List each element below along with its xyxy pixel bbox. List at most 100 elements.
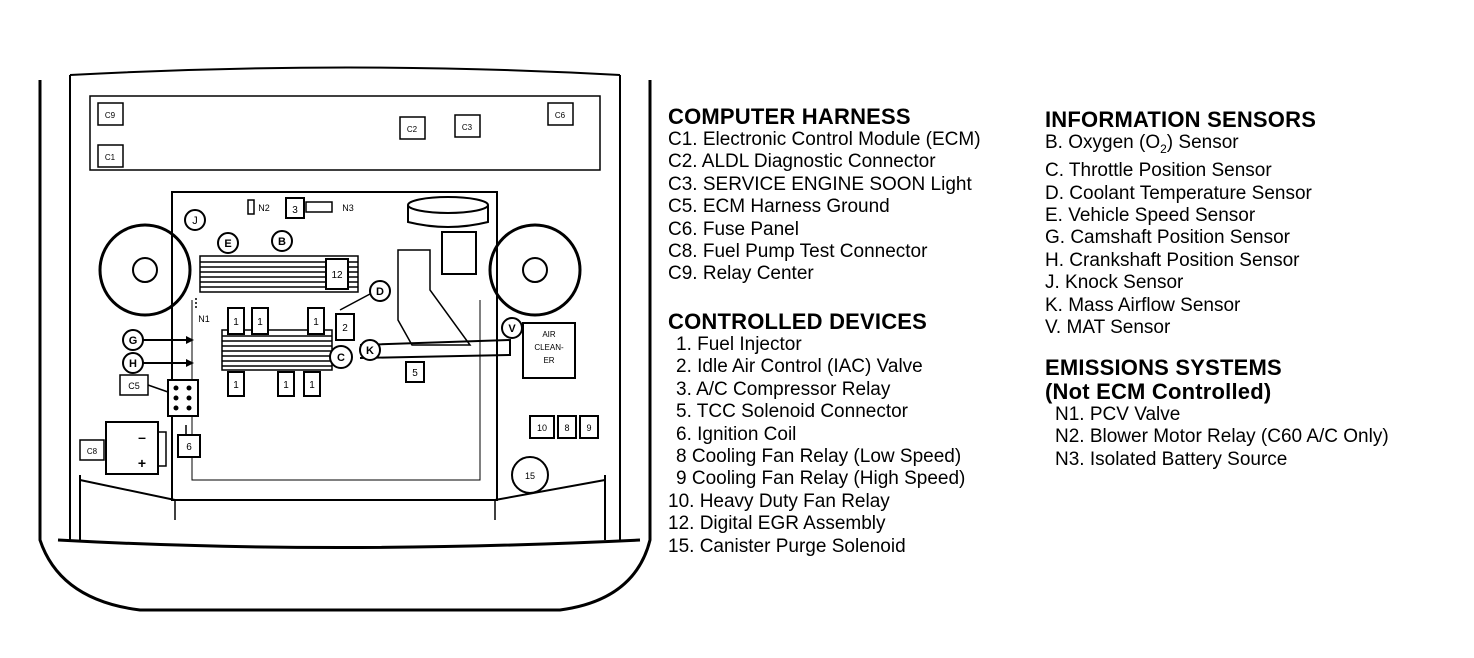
c8-box: C8 — [79, 439, 105, 461]
relay-10-label: 10 — [537, 423, 547, 433]
injector-1c: 1 — [307, 307, 325, 335]
sensor-j-label: J — [192, 215, 198, 227]
c3-box: C3 — [454, 114, 481, 138]
device-item: 2. Idle Air Control (IAC) Valve — [676, 356, 923, 378]
emissions-item: N2. Blower Motor Relay (C60 A/C Only) — [1055, 426, 1389, 448]
air-label-1: AIR — [542, 330, 556, 339]
harness-item: C9. Relay Center — [668, 263, 814, 285]
intake-manifold-hatched — [199, 255, 359, 293]
emissions-list: N1. PCV Valve N2. Blower Motor Relay (C6… — [1045, 404, 1389, 471]
c2-label: C2 — [407, 125, 418, 134]
sensor-b: B — [271, 230, 293, 252]
component-5-label: 5 — [412, 368, 418, 379]
component-5: 5 — [405, 361, 425, 383]
emissions-systems-legend: EMISSIONS SYSTEMS (Not ECM Controlled) N… — [1045, 356, 1389, 471]
sensor-d-label: D — [376, 286, 384, 298]
injector-1f-label: 1 — [309, 380, 315, 391]
device-item: 15. Canister Purge Solenoid — [668, 535, 906, 557]
relay-9: 9 — [579, 415, 599, 439]
c9-label: C9 — [105, 111, 116, 120]
emissions-subtitle: (Not ECM Controlled) — [1045, 379, 1272, 404]
sensor-item: J. Knock Sensor — [1045, 272, 1184, 294]
sensor-v: V — [501, 317, 523, 339]
emissions-item: N1. PCV Valve — [1055, 404, 1181, 425]
sensor-item: V. MAT Sensor — [1045, 317, 1171, 339]
canister-15-label: 15 — [525, 471, 535, 481]
c5-label: C5 — [128, 381, 140, 391]
harness-item: C6. Fuse Panel — [668, 218, 799, 240]
harness-title: COMPUTER HARNESS — [668, 104, 911, 129]
battery: – + — [105, 421, 167, 475]
component-6: 6 — [177, 425, 201, 458]
component-2-label: 2 — [342, 323, 348, 334]
injector-1d-label: 1 — [233, 380, 239, 391]
device-item: 6. Ignition Coil — [676, 423, 797, 445]
harness-item: C2. ALDL Diagnostic Connector — [668, 151, 936, 173]
sensor-b-label: B — [278, 236, 286, 248]
canister-15: 15 — [511, 456, 549, 494]
device-item: 5. TCC Solenoid Connector — [676, 401, 908, 423]
n1-label: N1 — [198, 314, 210, 324]
battery-plus: + — [138, 455, 146, 471]
injector-1e-label: 1 — [283, 380, 289, 391]
sensor-item: H. Crankshaft Position Sensor — [1045, 249, 1300, 271]
sensor-item-oxygen: B. Oxygen (O2) Sensor — [1045, 132, 1316, 160]
sensor-item: D. Coolant Temperature Sensor — [1045, 182, 1312, 204]
injector-1b-label: 1 — [257, 317, 263, 328]
sensor-v-label: V — [508, 323, 516, 335]
c1-box: C1 — [97, 144, 124, 168]
n3-label: N3 — [342, 203, 354, 213]
computer-harness-legend: COMPUTER HARNESS C1. Electronic Control … — [668, 105, 981, 286]
sensor-c: C — [329, 345, 353, 369]
injector-1e: 1 — [277, 371, 295, 397]
sensor-e: E — [217, 232, 239, 254]
n2-n3-connectors: N2 3 N3 — [247, 197, 354, 219]
sensor-j: J — [184, 209, 206, 231]
c1-label: C1 — [105, 153, 116, 162]
device-item: 10. Heavy Duty Fan Relay — [668, 490, 890, 512]
sensor-h: H — [122, 352, 194, 374]
c3-label: C3 — [462, 123, 473, 132]
sensor-e-label: E — [224, 238, 231, 250]
c9-box: C9 — [97, 102, 124, 126]
sensor-d: D — [339, 280, 391, 311]
device-item: 12. Digital EGR Assembly — [668, 513, 886, 535]
relay-8: 8 — [557, 415, 577, 439]
c6-box: C6 — [547, 102, 574, 126]
oxygen-text-pre: B. Oxygen (O — [1045, 132, 1161, 153]
sensors-title: INFORMATION SENSORS — [1045, 107, 1317, 132]
c6-label: C6 — [555, 111, 566, 120]
n3-box-label: 3 — [292, 205, 298, 216]
sensor-k: K — [359, 338, 511, 361]
device-item: 1. Fuel Injector — [676, 334, 802, 355]
injector-1a-label: 1 — [233, 317, 239, 328]
body-outline — [38, 66, 652, 612]
injector-1d: 1 — [227, 371, 245, 397]
sensor-h-label: H — [129, 358, 137, 370]
c2-box: C2 — [399, 116, 426, 140]
n2-label: N2 — [258, 203, 270, 213]
device-item: 9 Cooling Fan Relay (High Speed) — [676, 468, 966, 490]
sensor-item: K. Mass Airflow Sensor — [1045, 294, 1241, 316]
left-pulley — [98, 223, 192, 317]
c5-box: C5 — [119, 374, 169, 396]
sensor-item: E. Vehicle Speed Sensor — [1045, 205, 1256, 227]
oxygen-text-post: ) Sensor — [1166, 132, 1239, 153]
devices-title: CONTROLLED DEVICES — [668, 309, 928, 334]
injector-1f: 1 — [303, 371, 321, 397]
sensor-g-label: G — [129, 335, 138, 347]
air-label-3: ER — [543, 356, 554, 365]
relay-10: 10 — [529, 415, 555, 439]
battery-minus: – — [138, 429, 146, 445]
sensors-list: B. Oxygen (O2) Sensor C. Throttle Positi… — [1045, 132, 1316, 339]
c8-label: C8 — [87, 447, 98, 456]
air-cleaner-box: AIR CLEAN- ER — [522, 322, 576, 379]
injector-1a: 1 — [227, 307, 245, 335]
sensor-item: G. Camshaft Position Sensor — [1045, 227, 1290, 249]
sensor-k-label: K — [366, 345, 374, 357]
devices-list: 1. Fuel Injector 2. Idle Air Control (IA… — [668, 334, 965, 558]
component-2: 2 — [335, 313, 355, 341]
harness-item: C3. SERVICE ENGINE SOON Light — [668, 173, 972, 195]
ignition-connector — [167, 379, 199, 417]
sensor-g: G — [122, 329, 194, 351]
